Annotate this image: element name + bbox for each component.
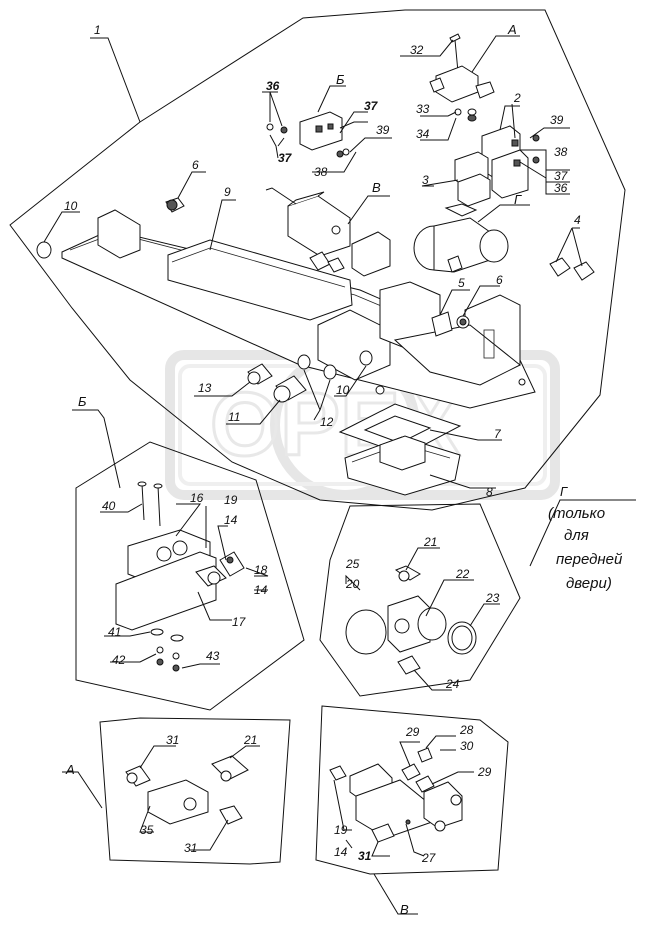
detail-B-outline (75, 441, 305, 711)
callout-12: 12 (320, 415, 334, 429)
callout-30: 30 (460, 739, 474, 753)
callout-42: 42 (112, 653, 126, 667)
callout-24: 24 (445, 677, 460, 691)
callout-32: 32 (410, 43, 424, 57)
callout-23: 23 (485, 591, 500, 605)
callout-6b: 6 (496, 273, 503, 287)
callout-37c: 37 (554, 169, 569, 183)
callout-1: 1 (94, 23, 101, 37)
callout-16: 16 (190, 491, 204, 505)
callout-37b: 37 (278, 151, 293, 165)
callout-labels: 1 2 3 4 5 6 6 7 8 9 10 10 11 12 13 14 14… (64, 23, 581, 865)
callout-43: 43 (206, 649, 220, 663)
view-V-top: В (372, 180, 381, 195)
callout-10a: 10 (64, 199, 78, 213)
callout-38a: 38 (314, 165, 328, 179)
callout-33: 33 (416, 102, 430, 116)
callout-29a: 29 (405, 725, 420, 739)
detail-A-parts (125, 755, 249, 825)
callout-37a: 37 (364, 99, 379, 113)
bracket-5 (431, 311, 453, 337)
callout-21b: 21 (243, 733, 257, 747)
detail-G-parts (345, 565, 477, 675)
callout-31a: 31 (166, 733, 179, 747)
callout-38b: 38 (554, 145, 568, 159)
callout-14c: 14 (334, 845, 348, 859)
callout-31b: 31 (184, 841, 197, 855)
callout-34: 34 (416, 127, 430, 141)
fitting-6-right (456, 315, 470, 329)
note-line-1: (только (548, 505, 605, 522)
callout-4: 4 (574, 213, 581, 227)
detail-V-outline (315, 705, 509, 875)
callout-19a: 19 (224, 493, 238, 507)
callout-39b: 39 (550, 113, 564, 127)
callout-10b: 10 (336, 383, 350, 397)
assembly-B-top (266, 111, 343, 151)
callout-41: 41 (108, 625, 121, 639)
callout-35: 35 (140, 823, 154, 837)
callout-2: 2 (513, 91, 521, 105)
view-V-bottom: В (400, 902, 409, 917)
view-A-top: А (507, 22, 517, 37)
callout-36b: 36 (554, 181, 568, 195)
callout-14b: 14 (254, 583, 268, 597)
callout-5: 5 (458, 276, 465, 290)
note-line-3: передней (556, 551, 623, 568)
washer-10 (36, 241, 52, 259)
callout-21a: 21 (423, 535, 437, 549)
view-B-top: Б (336, 72, 345, 87)
fitting-13 (247, 363, 273, 385)
fitting-11 (273, 375, 307, 403)
callout-39a: 39 (376, 123, 390, 137)
detail-V-parts (329, 747, 463, 843)
callout-28: 28 (459, 723, 474, 737)
assembly-V-top (265, 187, 391, 277)
fitting-6-left (165, 197, 185, 213)
callout-27: 27 (421, 851, 437, 865)
note-line-4: двери) (566, 575, 612, 592)
callout-13: 13 (198, 381, 212, 395)
note-line-2: для (564, 527, 589, 544)
assembly-G-top (413, 203, 509, 273)
callout-3: 3 (422, 173, 429, 187)
housing-box (344, 435, 461, 496)
fittings-4 (549, 257, 595, 281)
callout-14a: 14 (224, 513, 238, 527)
assembly-A-top (429, 65, 495, 103)
view-G-top: Г (514, 192, 522, 207)
callout-11: 11 (228, 410, 240, 424)
bolt-32 (449, 33, 461, 73)
detail-G-outline (319, 503, 521, 697)
callout-17: 17 (232, 615, 247, 629)
view-labels: А А Б Б В В Г Г (65, 22, 568, 917)
callout-19b: 19 (334, 823, 348, 837)
valve-block-2 (481, 125, 529, 199)
callout-18: 18 (254, 563, 268, 577)
front-door-note: (только для передней двери) (548, 505, 623, 592)
callout-36a: 36 (266, 79, 280, 93)
callout-7: 7 (494, 427, 502, 441)
view-A-bottom: А (65, 762, 75, 777)
view-B-left: Б (78, 394, 87, 409)
callout-25: 25 (345, 557, 360, 571)
callout-40: 40 (102, 499, 116, 513)
main-outline (9, 9, 626, 511)
view-G-right: Г (560, 484, 568, 499)
callout-9: 9 (224, 185, 231, 199)
main-frame (61, 209, 536, 409)
callout-8: 8 (486, 485, 493, 499)
valve-block-3 (454, 151, 491, 207)
callout-31c: 31 (358, 849, 372, 863)
callout-6a: 6 (192, 158, 199, 172)
detail-B-parts (115, 481, 245, 672)
callout-22: 22 (455, 567, 470, 581)
detail-A-outline (99, 717, 291, 865)
callout-29b: 29 (477, 765, 492, 779)
callout-20: 20 (345, 577, 360, 591)
